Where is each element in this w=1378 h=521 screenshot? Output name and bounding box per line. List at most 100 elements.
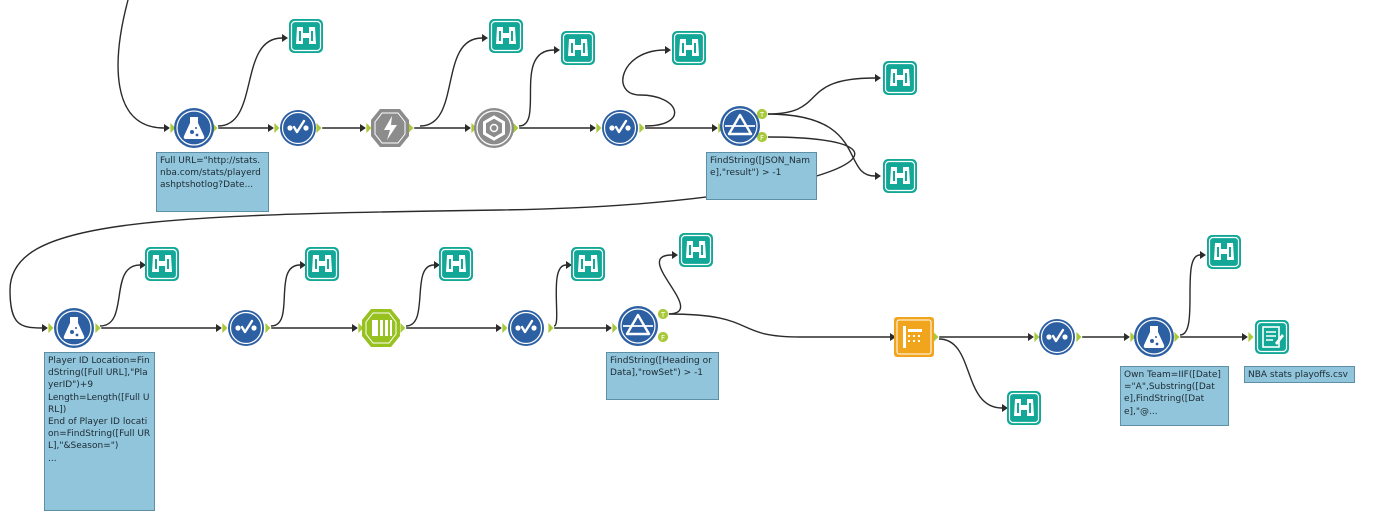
browse-icon[interactable] [1006,390,1042,426]
arrowhead [352,324,358,332]
select-icon[interactable] [506,308,546,348]
annotation-filter-rowset: FindString([Heading or Data],"rowSet") >… [606,352,719,400]
arrowhead [216,324,222,332]
filter-anchors-row2: T F [657,308,669,343]
input-anchor [611,321,619,335]
arrowhead [590,124,596,132]
text-to-columns-icon[interactable] [361,308,401,348]
crosstab-icon[interactable] [893,316,935,358]
true-anchor-label: T [759,111,765,119]
filter-icon[interactable] [616,304,660,348]
browse-icon[interactable] [570,246,606,282]
output-anchor [547,321,555,335]
select-icon[interactable] [226,308,266,348]
arrowhead [1002,404,1008,412]
input-anchor [501,321,509,335]
output-anchor [315,121,323,135]
arrowhead [482,34,488,42]
arrowhead [282,34,288,42]
false-anchor-label: F [661,334,665,342]
arrowhead [1242,333,1248,341]
connection [1179,254,1201,336]
input-anchor [47,321,55,335]
connection [667,313,890,338]
arrowhead [1028,333,1034,341]
connection [9,136,856,329]
false-anchor [657,331,669,343]
arrowhead [890,333,896,341]
arrowhead [665,46,671,54]
formula-icon[interactable] [1133,316,1175,358]
false-anchor-label: F [760,134,764,142]
true-anchor [756,108,768,120]
annotation-formula-url: Full URL="http://stats.nba.com/stats/pla… [156,152,269,212]
input-anchor [1129,330,1137,344]
arrowhead [1200,251,1206,259]
select-icon[interactable] [278,108,318,148]
output-anchor [399,321,407,335]
arrowhead [496,324,502,332]
annotation-output-file: NBA stats playoffs.csv [1244,366,1355,383]
browse-icon[interactable] [882,60,918,96]
connection [99,264,141,327]
connections [9,0,1242,409]
input-anchor [1033,330,1041,344]
input-anchor [365,121,373,135]
arrowhead [875,172,881,180]
connection [658,254,682,315]
input-anchor [273,121,281,135]
browse-icon[interactable] [671,30,707,66]
connection [622,49,676,127]
output-icon[interactable] [1254,319,1290,355]
browse-icon[interactable] [1206,234,1242,270]
arrowhead [465,124,471,132]
connection [938,338,1003,409]
browse-icon[interactable] [438,246,474,282]
annotation-filter-result: FindString([JSON_Name],"result") > -1 [706,152,817,200]
connection [270,264,301,327]
browse-icon[interactable] [144,246,180,282]
filter-icon[interactable] [718,104,762,148]
formula-icon[interactable] [173,107,215,149]
connection [766,77,876,115]
browse-icon[interactable] [560,30,596,66]
input-anchor [221,321,229,335]
browse-icon[interactable] [678,232,714,268]
arrowhead [566,261,572,269]
browse-icon[interactable] [882,158,918,194]
json-parse-icon[interactable] [472,106,516,150]
arrowhead [1124,333,1130,341]
output-anchor [1173,330,1181,344]
connection [518,49,555,127]
output-anchor [638,121,646,135]
input-anchor [1247,330,1255,344]
browse-icon[interactable] [488,18,524,54]
download-icon[interactable] [370,108,410,148]
select-icon[interactable] [600,108,640,148]
formula-icon[interactable] [53,307,95,349]
browse-icon[interactable] [288,18,324,54]
arrowhead [140,261,146,269]
input-anchor [169,121,177,135]
output-anchor [264,321,272,335]
true-anchor [657,308,669,320]
arrowhead [360,124,366,132]
arrowhead [875,74,881,82]
annotation-formula-player: Player ID Location=FindString([Full URL]… [44,352,155,511]
arrowhead [672,251,678,259]
select-icon[interactable] [1037,317,1077,357]
input-anchor [357,321,365,335]
input-anchor [595,121,603,135]
browse-icon[interactable] [304,246,340,282]
connection [553,264,567,327]
connection [117,0,165,129]
annotation-formula-team: Own Team=IIF([Date]="A",Substring([Date]… [1120,366,1229,426]
arrowhead [434,261,440,269]
arrowhead [300,261,306,269]
connection [405,264,435,327]
true-anchor-label: T [660,311,666,319]
arrowhead [554,46,560,54]
output-anchor [1075,330,1083,344]
